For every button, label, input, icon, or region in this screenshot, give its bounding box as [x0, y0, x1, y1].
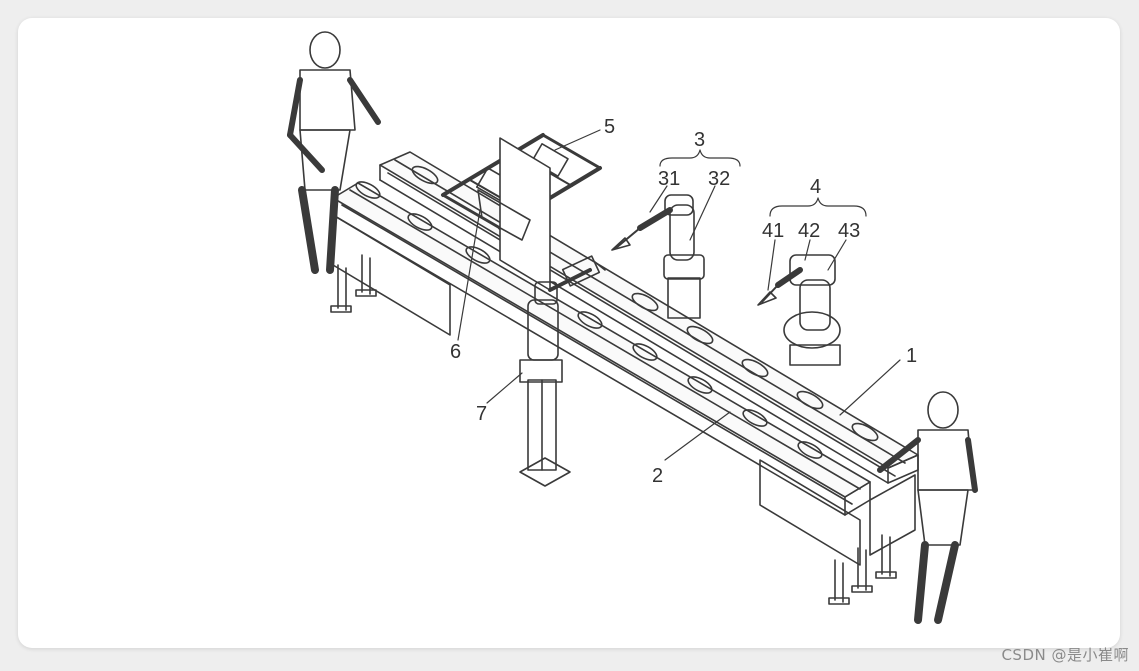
label-6: 6 [450, 341, 461, 363]
front-conveyor-insoles [355, 181, 823, 459]
back-conveyor [379, 151, 919, 484]
label-1: 1 [906, 345, 917, 367]
label-43: 43 [838, 220, 860, 242]
conveyor-legs [330, 254, 897, 605]
label-32: 32 [708, 168, 730, 190]
part-labels: 1 2 3 31 32 4 41 42 43 5 6 7 [450, 116, 917, 487]
operator-right [877, 391, 978, 624]
csdn-watermark: CSDN @是小崔啊 [1001, 646, 1129, 664]
production-line-drawing: 1 2 3 31 32 4 41 42 43 5 6 7 [287, 31, 978, 624]
label-31: 31 [658, 168, 680, 190]
label-2: 2 [652, 465, 663, 487]
loading-robot [519, 255, 606, 487]
label-3: 3 [694, 129, 705, 151]
robot-3 [611, 194, 705, 319]
robot-4 [757, 254, 841, 366]
label-4: 4 [810, 176, 821, 198]
diagram-card: 1 2 3 31 32 4 41 42 43 5 6 7 [18, 18, 1120, 648]
label-42: 42 [798, 220, 820, 242]
leader-lines [457, 129, 901, 461]
front-conveyor [332, 181, 871, 516]
back-conveyor-insoles [411, 165, 879, 442]
label-41: 41 [762, 220, 784, 242]
operator-left [287, 31, 381, 274]
label-5: 5 [604, 116, 615, 138]
label-7: 7 [476, 403, 487, 425]
conveyor-cabinets [332, 214, 916, 566]
